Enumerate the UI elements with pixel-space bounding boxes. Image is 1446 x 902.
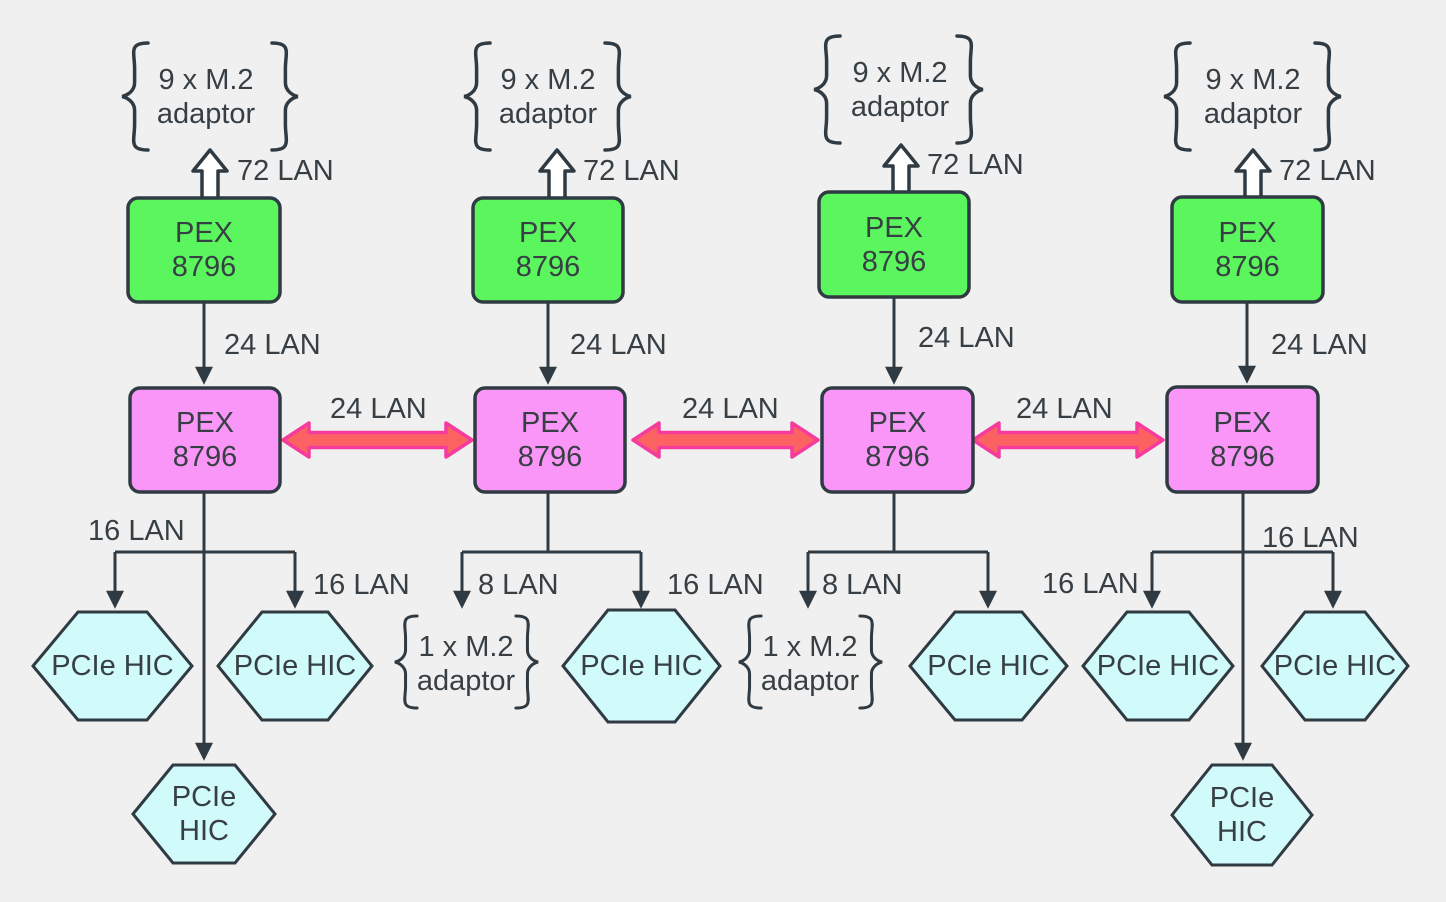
lan16-label-2: 16 LAN (667, 569, 764, 601)
hic-label-4-right: PCIe HIC (1273, 650, 1397, 682)
pex-lower-label-1-line2: 8796 (172, 441, 238, 473)
adaptor-top-label-1-line2: adaptor (156, 98, 256, 130)
lan16-label-4: 16 LAN (1262, 522, 1359, 554)
pex-lower-label-2-line1: PEX (520, 407, 580, 439)
lan72-label-2: 72 LAN (583, 155, 680, 187)
pex-lower-label-1: PEX 8796 (130, 388, 280, 492)
pex-lower-label-2-line2: 8796 (517, 441, 583, 473)
adaptor-top-label-4-line1: 9 x M.2 (1205, 64, 1301, 96)
pex-upper-label-2-line2: 8796 (515, 251, 581, 283)
adaptor-top-label-2-line1: 9 x M.2 (500, 64, 596, 96)
uplink-arrow-icon-1 (191, 148, 229, 201)
hic-hexagon-3 (908, 610, 1069, 722)
hic-label-1-left: PCIe HIC (51, 650, 174, 682)
m2-adaptor-label-2-line2: adaptor (416, 665, 516, 697)
adaptor-top-label-1-line1: 9 x M.2 (158, 64, 254, 96)
lan16-label-3: 16 LAN (1042, 568, 1139, 600)
m2-adaptor-label-3-line1: 1 x M.2 (762, 631, 858, 663)
hic-hexagon-1-bottom (131, 763, 277, 865)
pex-lower-box-1 (128, 386, 282, 494)
hic-label-1-bottom-line1: PCIe (171, 781, 237, 813)
interlink-label-2-3: 24 LAN (682, 393, 779, 425)
hic-hexagon-4-bottom (1170, 763, 1314, 867)
lan24-down-label-3: 24 LAN (918, 322, 1015, 354)
hic-label-1-bottom: PCIe HIC (133, 765, 275, 863)
pex-upper-label-3-line2: 8796 (861, 245, 927, 278)
lan72-label-3: 72 LAN (927, 149, 1024, 181)
lan72-label-4: 72 LAN (1279, 155, 1376, 187)
lan8-label-3: 8 LAN (822, 569, 903, 601)
pex-lower-box-4 (1165, 385, 1320, 494)
pex-upper-box-1 (126, 196, 282, 304)
adaptor-top-label-1: 9 x M.2 adaptor (126, 52, 286, 142)
interlink-label-1-2: 24 LAN (330, 393, 427, 425)
uplink-arrow-icon-2 (538, 148, 576, 201)
adaptor-top-label-4: 9 x M.2 adaptor (1173, 52, 1333, 142)
adaptor-top-label-3-line1: 9 x M.2 (852, 57, 948, 89)
lan8-label-2: 8 LAN (478, 569, 559, 601)
hic-label-4-left: PCIe HIC (1096, 650, 1220, 682)
pex-upper-label-4-line2: 8796 (1215, 250, 1280, 283)
adaptor-top-label-4-line2: adaptor (1203, 98, 1303, 130)
pex-lower-label-4-line2: 8796 (1210, 440, 1275, 473)
uplink-arrow-icon-4 (1234, 148, 1272, 201)
adaptor-top-label-3-line2: adaptor (850, 91, 950, 123)
hic-label-2: PCIe HIC (580, 650, 703, 682)
pex-lower-label-4-line1: PEX (1213, 406, 1272, 439)
pex-upper-box-4 (1170, 195, 1325, 304)
lan16-label-1-right: 16 LAN (313, 569, 410, 601)
pex-upper-label-3-line1: PEX (864, 211, 924, 244)
hic-label-1-bottom-line2: HIC (179, 815, 229, 847)
adaptor-top-label-2-line2: adaptor (498, 98, 598, 130)
pex-upper-label-1-line1: PEX (174, 217, 234, 249)
interlink-arrow-icon-3-4 (971, 421, 1165, 459)
lan72-label-1: 72 LAN (237, 155, 334, 187)
pex-lower-label-2: PEX 8796 (475, 388, 625, 492)
pex-lower-label-4: PEX 8796 (1167, 387, 1318, 492)
pex-lower-box-3 (820, 386, 975, 494)
m2-adaptor-label-2: 1 x M.2 adaptor (396, 624, 536, 704)
pex-upper-box-2 (471, 196, 625, 304)
hic-label-1-right: PCIe HIC (233, 650, 357, 682)
pex-lower-label-3: PEX 8796 (822, 388, 973, 492)
pex-lower-label-3-line2: 8796 (865, 441, 930, 473)
pex-upper-label-2-line1: PEX (518, 217, 578, 249)
hic-label-4-bottom-line1: PCIe (1209, 782, 1275, 814)
lan24-down-label-2: 24 LAN (570, 329, 667, 361)
pex-lower-label-3-line1: PEX (868, 407, 927, 439)
adaptor-top-label-2: 9 x M.2 adaptor (468, 52, 628, 142)
pex-upper-box-3 (817, 190, 971, 299)
hic-hexagon-4-right (1260, 610, 1410, 722)
pex-lower-label-1-line1: PEX (175, 407, 235, 439)
lan24-down-label-1: 24 LAN (224, 329, 321, 361)
hic-hexagon-1-left (31, 610, 194, 722)
pex-upper-label-4-line1: PEX (1218, 216, 1277, 249)
interlink-arrow-icon-1-2 (281, 421, 474, 459)
interlink-label-3-4: 24 LAN (1016, 393, 1113, 425)
pex-upper-label-1-line2: 8796 (171, 251, 237, 283)
pex-upper-label-3: PEX 8796 (819, 192, 969, 297)
hic-hexagon-1-right (216, 610, 374, 722)
adaptor-top-label-3: 9 x M.2 adaptor (820, 45, 980, 135)
hic-label-3: PCIe HIC (927, 650, 1050, 682)
hic-hexagon-4-left (1081, 610, 1235, 722)
interlink-arrow-icon-2-3 (631, 421, 820, 459)
lan24-down-label-4: 24 LAN (1271, 329, 1368, 361)
m2-adaptor-label-3-line2: adaptor (760, 665, 860, 697)
hic-hexagon-2 (561, 608, 722, 724)
m2-adaptor-label-2-line1: 1 x M.2 (418, 631, 514, 663)
m2-adaptor-label-3: 1 x M.2 adaptor (740, 624, 880, 704)
hic-label-4-bottom: PCIe HIC (1172, 765, 1312, 865)
pex-upper-label-4: PEX 8796 (1172, 197, 1323, 302)
lan16-label-1-left: 16 LAN (88, 515, 185, 547)
hic-label-4-bottom-line2: HIC (1217, 816, 1267, 848)
pex-upper-label-1: PEX 8796 (128, 198, 280, 302)
uplink-arrow-icon-3 (882, 143, 920, 195)
pex-upper-label-2: PEX 8796 (473, 198, 623, 302)
pex-lower-box-2 (473, 386, 627, 494)
